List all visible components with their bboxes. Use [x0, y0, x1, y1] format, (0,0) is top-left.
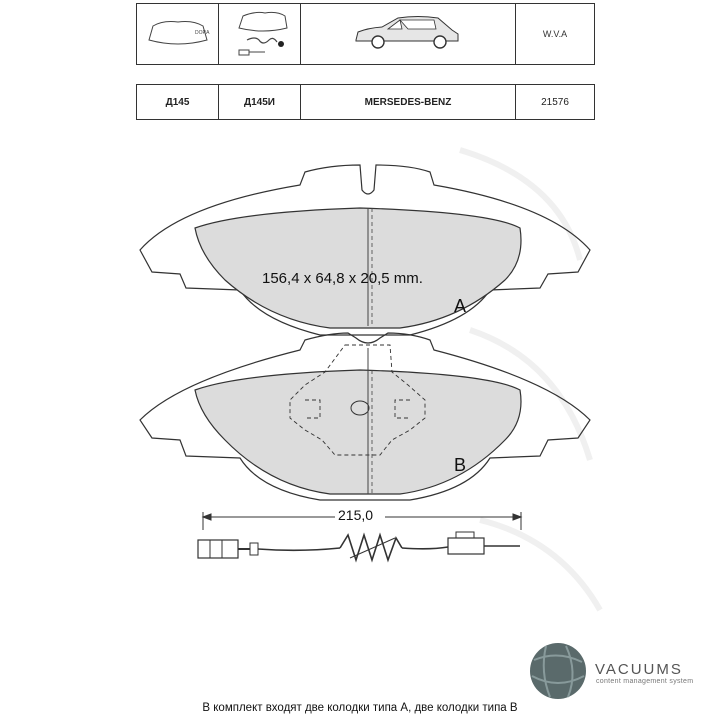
vacuums-globe-icon [530, 643, 586, 699]
backing-plate-outline [289, 344, 426, 456]
car-icon [355, 15, 459, 49]
car-icon-cell [300, 3, 516, 65]
pad-b-label: B [454, 455, 467, 475]
pad-sensor-icon-cell [218, 3, 301, 65]
pad-with-sensor-icon [237, 11, 288, 55]
footer-note: В комплект входят две колодки типа А, дв… [202, 702, 518, 714]
make-cell: MERSEDES-BENZ [300, 84, 516, 120]
pad-a-label: A [454, 296, 467, 316]
watermark-lines [459, 147, 603, 612]
pad-a [139, 164, 591, 336]
number-cell: 21576 [515, 84, 595, 120]
code-cell-2: Д145И [218, 84, 301, 120]
header-icons-row: DORA W.V.A [136, 3, 595, 65]
header-codes-row: Д145 Д145И MERSEDES-BENZ 21576 [136, 84, 595, 120]
wear-sensor [197, 531, 520, 563]
pad-b [139, 332, 591, 501]
sensor-length-label: 215,0 [338, 507, 374, 523]
pad-icon-cell: DORA [136, 3, 219, 65]
pad-dimensions-label: 156,4 x 64,8 x 20,5 mm. [262, 270, 423, 287]
logo-name: VACUUMS [595, 661, 683, 678]
sensor-dimension-line [201, 512, 523, 530]
svg-text:DORA: DORA [195, 30, 210, 36]
logo-tagline: content management system [596, 678, 694, 685]
brake-pad-icon: DORA [147, 20, 210, 44]
brand-code-cell: W.V.A [515, 3, 595, 65]
